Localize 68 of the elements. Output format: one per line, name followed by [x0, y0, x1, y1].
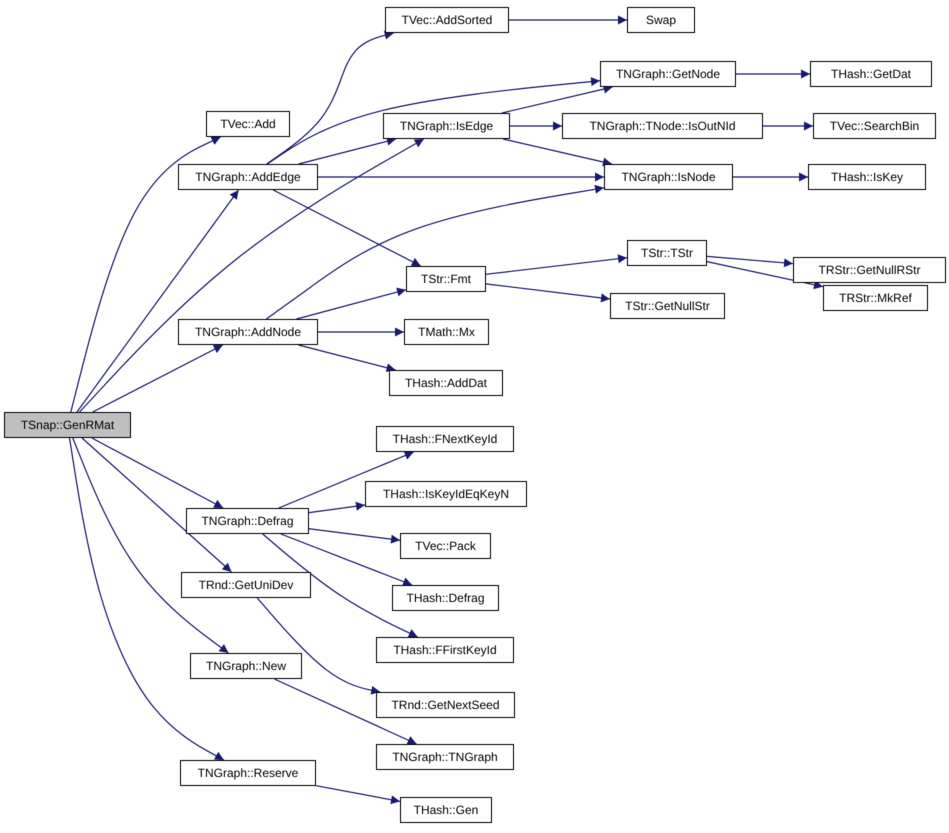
arrow	[76, 190, 240, 412]
arrow	[486, 254, 628, 275]
arrow	[68, 438, 224, 761]
arrow	[298, 136, 396, 165]
arrow	[280, 533, 412, 586]
arrow	[272, 189, 422, 267]
arrow	[486, 283, 610, 302]
function-box: TStr::Fmt	[406, 266, 486, 292]
function-box: TNGraph::New	[190, 653, 302, 679]
arrow	[308, 528, 400, 544]
arrow	[318, 328, 404, 336]
arrow	[502, 84, 613, 114]
arrow	[70, 136, 221, 412]
function-box: TNGraph::Reserve	[180, 760, 316, 786]
arrow	[318, 172, 604, 182]
arrow	[296, 288, 406, 320]
arrow	[274, 678, 417, 745]
function-box: THash::FFirstKeyId	[376, 637, 514, 663]
function-box: TNGraph::GetNode	[600, 61, 736, 87]
function-box: Swap	[627, 7, 695, 33]
function-box: THash::Gen	[400, 797, 492, 823]
arrow	[316, 785, 400, 804]
arrow	[502, 138, 612, 166]
function-box: TNGraph::AddEdge	[178, 164, 318, 190]
arrow	[509, 16, 627, 24]
function-box: TNGraph::IsEdge	[383, 113, 510, 139]
arrow	[510, 122, 562, 130]
function-box: TNGraph::TNGraph	[376, 744, 514, 770]
arrow	[92, 437, 224, 509]
function-box: TSnap::GenRMat	[4, 412, 131, 438]
function-box: TStr::GetNullStr	[610, 293, 725, 319]
arrow	[262, 534, 418, 638]
arrow	[278, 451, 414, 509]
function-box: TNGraph::IsNode	[604, 164, 733, 190]
function-box: TVec::Add	[206, 111, 290, 137]
arrow	[266, 77, 600, 164]
arrow	[733, 172, 808, 182]
function-box: THash::IsKey	[808, 164, 926, 190]
function-box: THash::Defrag	[392, 585, 499, 611]
function-box: TRnd::GetNextSeed	[376, 692, 515, 718]
function-box: TNGraph::AddNode	[178, 319, 318, 345]
arrow	[92, 344, 224, 413]
function-box: TStr::TStr	[627, 240, 707, 266]
arrow	[82, 438, 232, 572]
function-box: TNGraph::Defrag	[186, 508, 309, 534]
arrow	[298, 344, 396, 372]
arrow	[79, 138, 424, 412]
function-box: TNGraph::TNode::IsOutNId	[562, 113, 763, 139]
arrow	[256, 598, 380, 695]
function-box: TMath::Mx	[404, 319, 489, 345]
arrow	[72, 438, 229, 654]
arrow	[706, 261, 824, 290]
arrow	[266, 30, 394, 164]
arrow	[706, 256, 794, 268]
arrow	[736, 70, 810, 78]
arrow	[266, 184, 604, 320]
function-box: THash::GetDat	[810, 61, 932, 87]
function-box: TRnd::GetUniDev	[181, 572, 311, 598]
function-box: THash::FNextKeyId	[376, 426, 514, 452]
function-box: THash::IsKeyIdEqKeyN	[365, 481, 527, 507]
function-box: TVec::AddSorted	[385, 7, 509, 33]
function-box: TVec::SearchBin	[813, 113, 936, 139]
function-box: THash::AddDat	[389, 370, 503, 396]
function-box: TRStr::GetNullRStr	[793, 257, 946, 283]
function-box: TRStr::MkRef	[823, 285, 928, 311]
function-box: TVec::Pack	[400, 533, 491, 559]
arrow	[763, 122, 813, 130]
arrow	[308, 502, 366, 514]
